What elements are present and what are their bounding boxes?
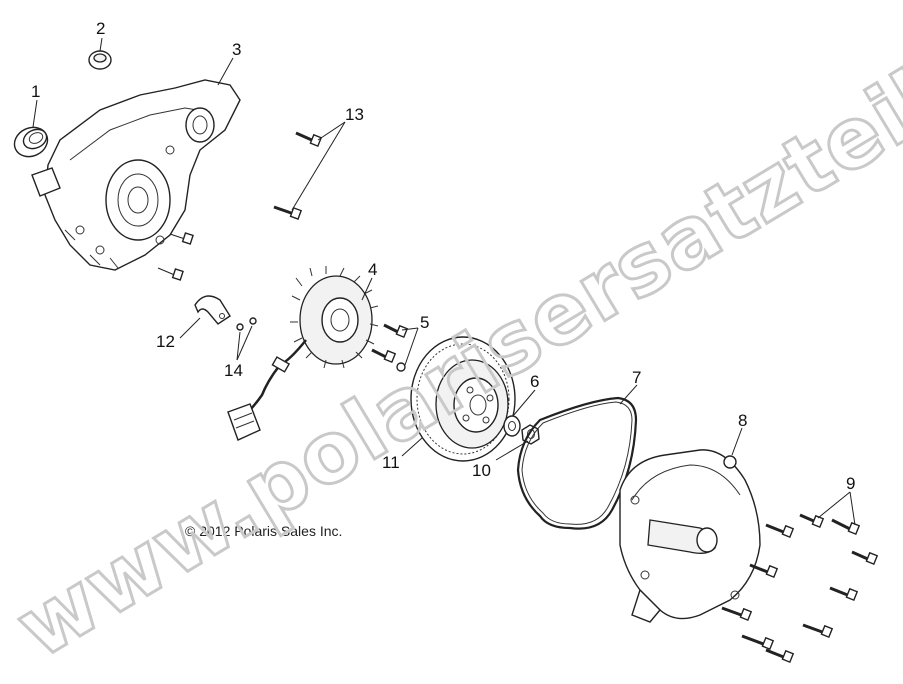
housing-bolt-a: [169, 232, 194, 245]
callout-13: 13: [345, 105, 364, 124]
callout-12: 12: [156, 332, 175, 351]
callout-7: 7: [632, 368, 641, 387]
part-3-crankcase: [31, 79, 241, 271]
part-7-gasket: [516, 396, 638, 530]
housing-bolt-b: [157, 267, 184, 281]
part-6-washer: [503, 415, 521, 437]
part-13-bolt-upper: [295, 131, 323, 148]
callout-2: 2: [96, 19, 105, 38]
callout-9: 9: [846, 474, 855, 493]
callout-14: 14: [224, 361, 243, 380]
part-2-bushing: [88, 50, 112, 70]
callout-5: 5: [420, 313, 429, 332]
part-8-cover: [619, 449, 761, 623]
callout-1: 1: [31, 82, 40, 101]
callout-10: 10: [472, 461, 491, 480]
callout-4: 4: [368, 260, 377, 279]
part-1-seal: [13, 126, 49, 158]
leader-lines: [32, 37, 856, 526]
part-4-stator: [227, 266, 379, 441]
copyright-text: © 2012 Polaris Sales Inc.: [185, 523, 342, 539]
part-13-bolt-lower: [273, 205, 303, 220]
callout-11: 11: [382, 453, 400, 472]
part-14-screws: [236, 317, 257, 331]
part-5-bolts: [371, 323, 409, 372]
callout-8: 8: [738, 411, 747, 430]
callout-6: 6: [530, 372, 539, 391]
part-9-bolts: [721, 513, 879, 664]
part-11-flywheel: [410, 336, 516, 462]
callout-3: 3: [232, 40, 241, 59]
part-12-clamp: [194, 295, 231, 325]
